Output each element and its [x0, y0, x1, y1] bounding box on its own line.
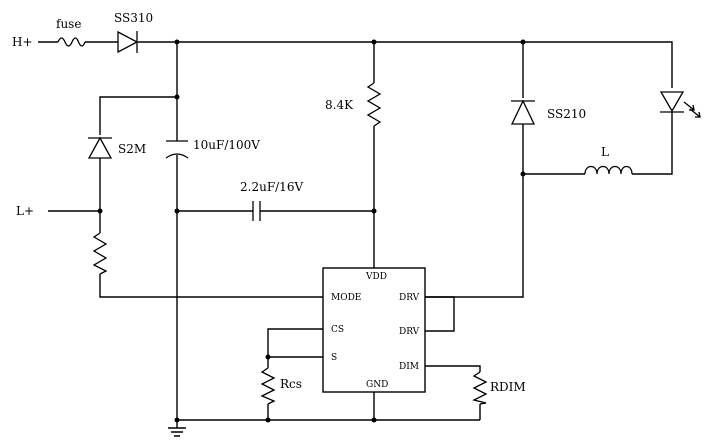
- capacitor-2-2uf-symbol: [252, 201, 261, 221]
- inductor-label: L: [601, 145, 609, 159]
- capacitor-10uf-label: 10uF/100V: [193, 138, 260, 152]
- h-plus-label: H+: [12, 35, 33, 49]
- capacitor-10uf-symbol: [165, 140, 189, 159]
- pin-drv1-label: DRV: [399, 293, 420, 303]
- resistor-8-4k-label: 8.4K: [325, 98, 354, 112]
- pin-drv2-label: DRV: [399, 327, 420, 337]
- s2m-label: S2M: [118, 142, 146, 156]
- wires: [38, 41, 673, 437]
- diode-ss310-symbol: [117, 30, 139, 54]
- pin-mode-label: MODE: [331, 293, 361, 303]
- pin-s-label: S: [331, 353, 337, 363]
- pin-gnd-label: GND: [366, 380, 388, 390]
- pin-dim-label: DIM: [399, 362, 419, 372]
- fuse-label: fuse: [56, 17, 81, 31]
- pin-vdd-label: VDD: [365, 272, 387, 282]
- resistor-rcs-label: Rcs: [280, 377, 302, 391]
- resistor-8-4k-symbol: [366, 82, 382, 127]
- diode-s2m-symbol: [87, 136, 113, 159]
- led-symbol: [659, 91, 701, 118]
- pin-cs-label: CS: [331, 325, 344, 335]
- diode-ss210-symbol: [510, 99, 536, 125]
- controller-ic-body: [322, 267, 426, 393]
- resistor-rcs-symbol: [260, 367, 276, 405]
- ss210-label: SS210: [547, 107, 586, 121]
- resistor-l-plus-symbol: [92, 232, 108, 275]
- capacitor-2-2uf-label: 2.2uF/16V: [240, 180, 303, 194]
- l-plus-label: L+: [16, 204, 34, 218]
- fuse-symbol: [57, 37, 86, 47]
- resistor-rdim-label: RDIM: [490, 380, 526, 394]
- junction-dots: [97, 39, 526, 423]
- inductor-symbol: [584, 165, 633, 175]
- resistor-rdim-symbol: [472, 371, 488, 405]
- ss310-label: SS310: [114, 11, 153, 25]
